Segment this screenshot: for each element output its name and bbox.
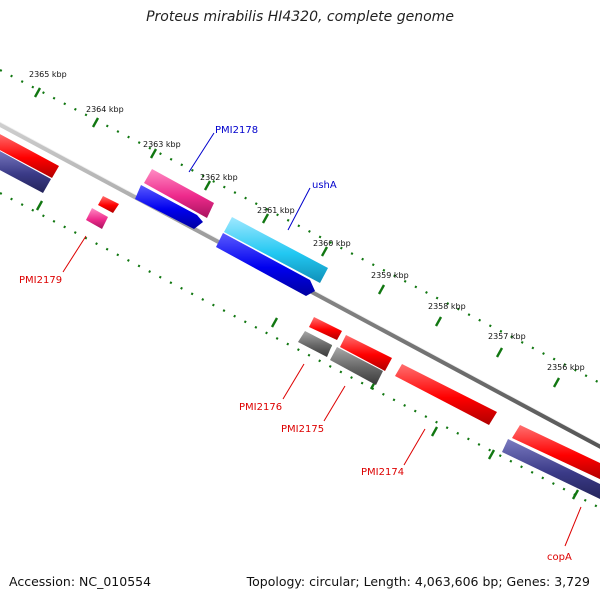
gene-feature [86,208,108,229]
gene-feature [512,425,600,480]
gene-labels: PMI2178 ushA PMI2179 PMI2176 PMI2175 PMI… [19,125,572,563]
tick-label: 2363 kbp [143,140,181,149]
tick-labels: 2365 kbp 2364 kbp 2363 kbp 2362 kbp 2361… [29,70,585,372]
genome-summary: Topology: circular; Length: 4,063,606 bp… [246,574,590,589]
gene-feature [135,185,203,229]
gene-feature [298,331,332,357]
inner-tick-row [0,192,600,509]
tick-label: 2364 kbp [86,105,124,114]
gene-label-PMI2176[interactable]: PMI2176 [239,402,282,413]
tick-label: 2365 kbp [29,70,67,79]
inner-major-ticks [35,200,580,500]
gene-feature [216,233,315,296]
tick-label: 2359 kbp [371,271,409,280]
gene-label-PMI2178[interactable]: PMI2178 [215,125,258,136]
forward-strand-genes [0,134,600,480]
gene-feature [330,347,383,385]
major-ticks [33,87,561,388]
gene-feature [224,217,328,283]
gene-feature [340,335,392,371]
gene-feature [144,169,214,218]
tick-label: 2361 kbp [257,206,295,215]
gene-label-ushA[interactable]: ushA [312,180,337,191]
gene-feature [502,439,600,500]
gene-feature [395,364,497,425]
gene-label-PMI2175[interactable]: PMI2175 [281,424,324,435]
gene-feature [0,151,51,193]
gene-feature [309,317,342,340]
tick-label: 2357 kbp [488,332,526,341]
accession-label: Accession: NC_010554 [9,574,152,589]
tick-label: 2362 kbp [200,173,238,182]
map-title: Proteus mirabilis HI4320, complete genom… [146,9,454,25]
reverse-strand-genes [0,151,600,500]
leader-lines [62,132,582,547]
tick-label: 2356 kbp [547,363,585,372]
gene-label-PMI2174[interactable]: PMI2174 [361,467,404,478]
tick-label: 2358 kbp [428,302,466,311]
tick-label: 2360 kbp [313,239,351,248]
gene-feature [98,196,119,213]
gene-label-PMI2179[interactable]: PMI2179 [19,275,62,286]
gene-feature [0,134,59,178]
gene-label-copA[interactable]: copA [547,552,572,563]
